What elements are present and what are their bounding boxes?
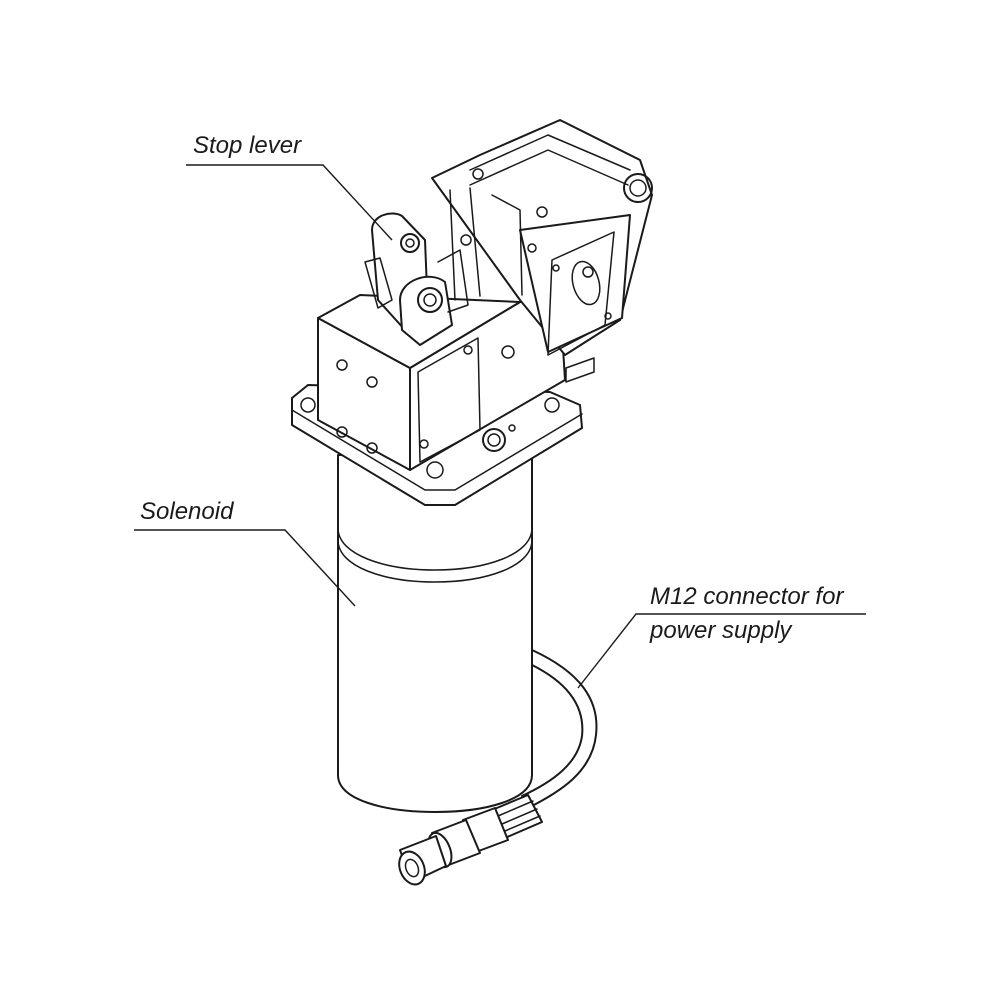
callout-stop-lever: Stop lever bbox=[193, 132, 302, 159]
callout-m12-line-1: M12 connector for bbox=[650, 583, 844, 610]
m12-connector bbox=[398, 794, 543, 886]
callout-m12-connector: M12 connector for power supply bbox=[650, 580, 843, 648]
actuator-housing bbox=[431, 119, 653, 356]
solenoid-body bbox=[337, 454, 533, 813]
callout-solenoid: Solenoid bbox=[140, 498, 234, 525]
leader-m12 bbox=[577, 613, 866, 689]
power-cable bbox=[521, 649, 598, 809]
stop-lever bbox=[364, 212, 469, 346]
callout-m12-line-2: power supply bbox=[650, 617, 792, 644]
leader-solenoid bbox=[134, 529, 356, 607]
leader-lines bbox=[134, 164, 866, 689]
leader-stop-lever bbox=[186, 164, 393, 241]
